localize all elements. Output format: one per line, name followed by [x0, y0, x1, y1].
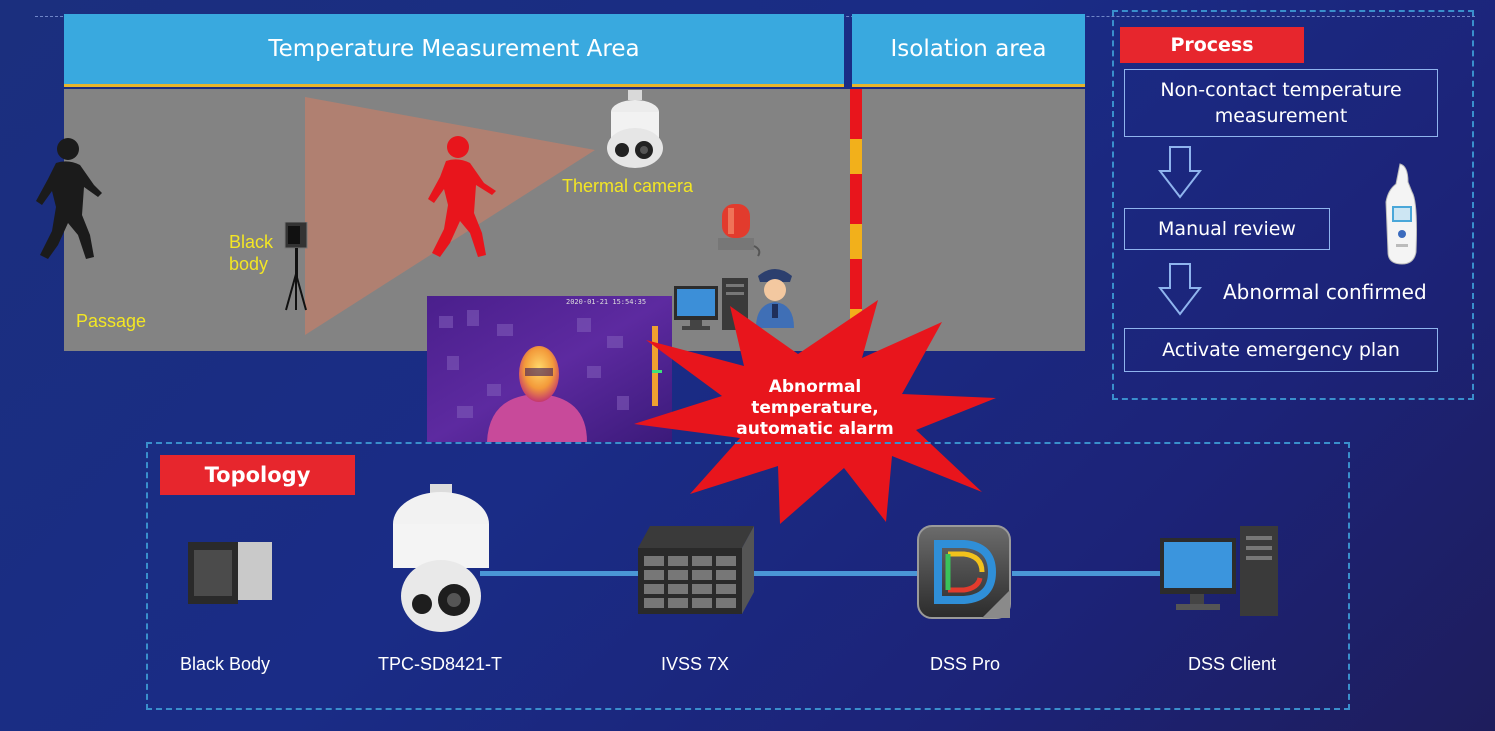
alarm-light-icon — [718, 204, 761, 257]
process-step-measurement: Non-contact temperature measurement — [1124, 69, 1438, 137]
alarm-text: Abnormal temperature, automatic alarm — [736, 377, 894, 439]
link-dsspro-client — [1012, 571, 1162, 576]
temperature-area-header: Temperature Measurement Area — [64, 14, 844, 87]
person-fever-icon — [428, 136, 496, 257]
arrow-down-icon — [1158, 146, 1202, 199]
process-title: Process — [1120, 27, 1304, 63]
dss-pro-app-icon — [917, 525, 1011, 619]
dss-client-pc-icon — [1160, 526, 1278, 616]
device-label-ivss: IVSS 7X — [660, 654, 730, 674]
process-panel — [1112, 10, 1474, 400]
person-walking-icon — [36, 138, 102, 259]
link-ivss-dsspro — [750, 571, 920, 576]
black-body-device-icon — [188, 542, 272, 604]
ivss-server-icon — [638, 526, 754, 614]
thermal-camera-icon — [607, 90, 663, 168]
process-step-emergency: Activate emergency plan — [1124, 328, 1438, 372]
topology-title: Topology — [160, 455, 355, 495]
blackbody-label: Black body — [229, 232, 274, 274]
device-label-dss-client: DSS Client — [1187, 654, 1277, 674]
passage-label: Passage — [76, 311, 147, 331]
device-label-black-body: Black Body — [179, 654, 271, 674]
alarm-burst — [634, 300, 996, 524]
isolation-area-header: Isolation area — [852, 14, 1085, 87]
dome-camera-device-icon — [393, 484, 489, 632]
link-camera-ivss — [480, 571, 650, 576]
blackbody-tripod-icon — [284, 222, 308, 311]
ear-thermometer-icon — [1385, 163, 1417, 265]
security-guard-icon — [756, 269, 794, 328]
process-step-manual-review: Manual review — [1124, 208, 1330, 250]
thermal-image-preview — [427, 296, 672, 442]
thermal-camera-label: Thermal camera — [562, 176, 694, 196]
device-label-dss-pro: DSS Pro — [929, 654, 1001, 674]
process-step-abnormal: Abnormal confirmed — [1223, 280, 1427, 304]
topology-panel — [146, 442, 1350, 710]
arrow-down-icon — [1158, 263, 1202, 316]
thermal-timestamp: 2020-01-21 15:54:35 — [566, 298, 647, 306]
device-label-camera: TPC-SD8421-T — [377, 654, 503, 674]
